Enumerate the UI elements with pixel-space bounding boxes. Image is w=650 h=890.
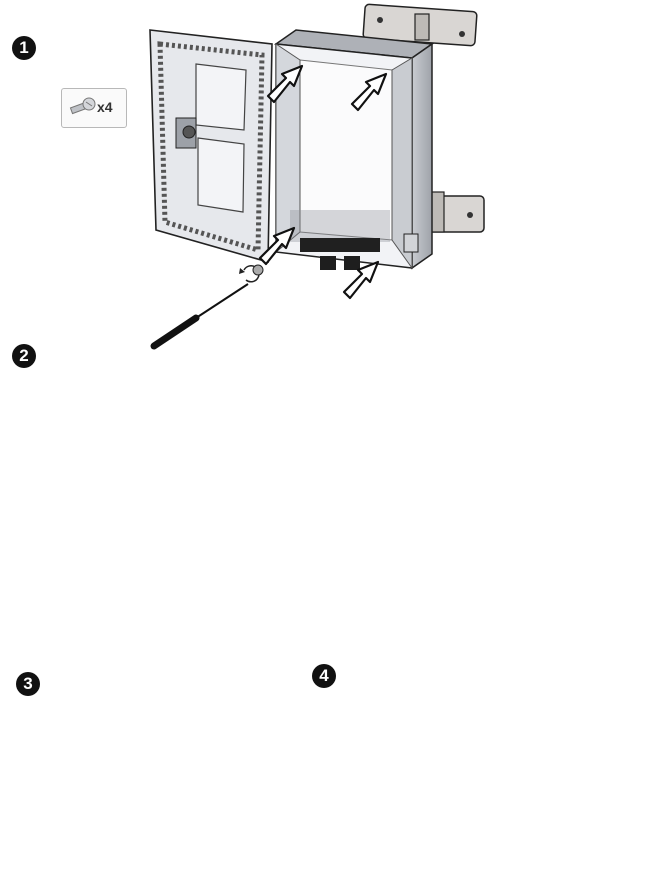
screw-quantity-label: x4 [61, 88, 127, 128]
enclosure-body [273, 29, 435, 270]
wall-bracket-top [362, 3, 478, 47]
screw-icon [69, 97, 96, 115]
insert-arrow-icon [266, 64, 304, 104]
step1-group [149, 3, 485, 350]
screwdriver-icon [150, 283, 249, 350]
insert-arrow-icon [342, 260, 380, 300]
insert-arrow-icon [258, 226, 296, 266]
insert-arrow-icons [258, 64, 388, 300]
rotate-arrow-icon [239, 264, 264, 283]
insert-arrow-icon [350, 72, 388, 112]
step-number-badge: 3 [16, 672, 40, 696]
step-number-badge: 1 [12, 36, 36, 60]
wall-bracket-bottom [425, 191, 485, 233]
step-number-badge: 4 [312, 664, 336, 688]
enclosure-lid [149, 29, 273, 264]
step-number-badge: 2 [12, 344, 36, 368]
screw-quantity-text: x4 [97, 99, 113, 115]
